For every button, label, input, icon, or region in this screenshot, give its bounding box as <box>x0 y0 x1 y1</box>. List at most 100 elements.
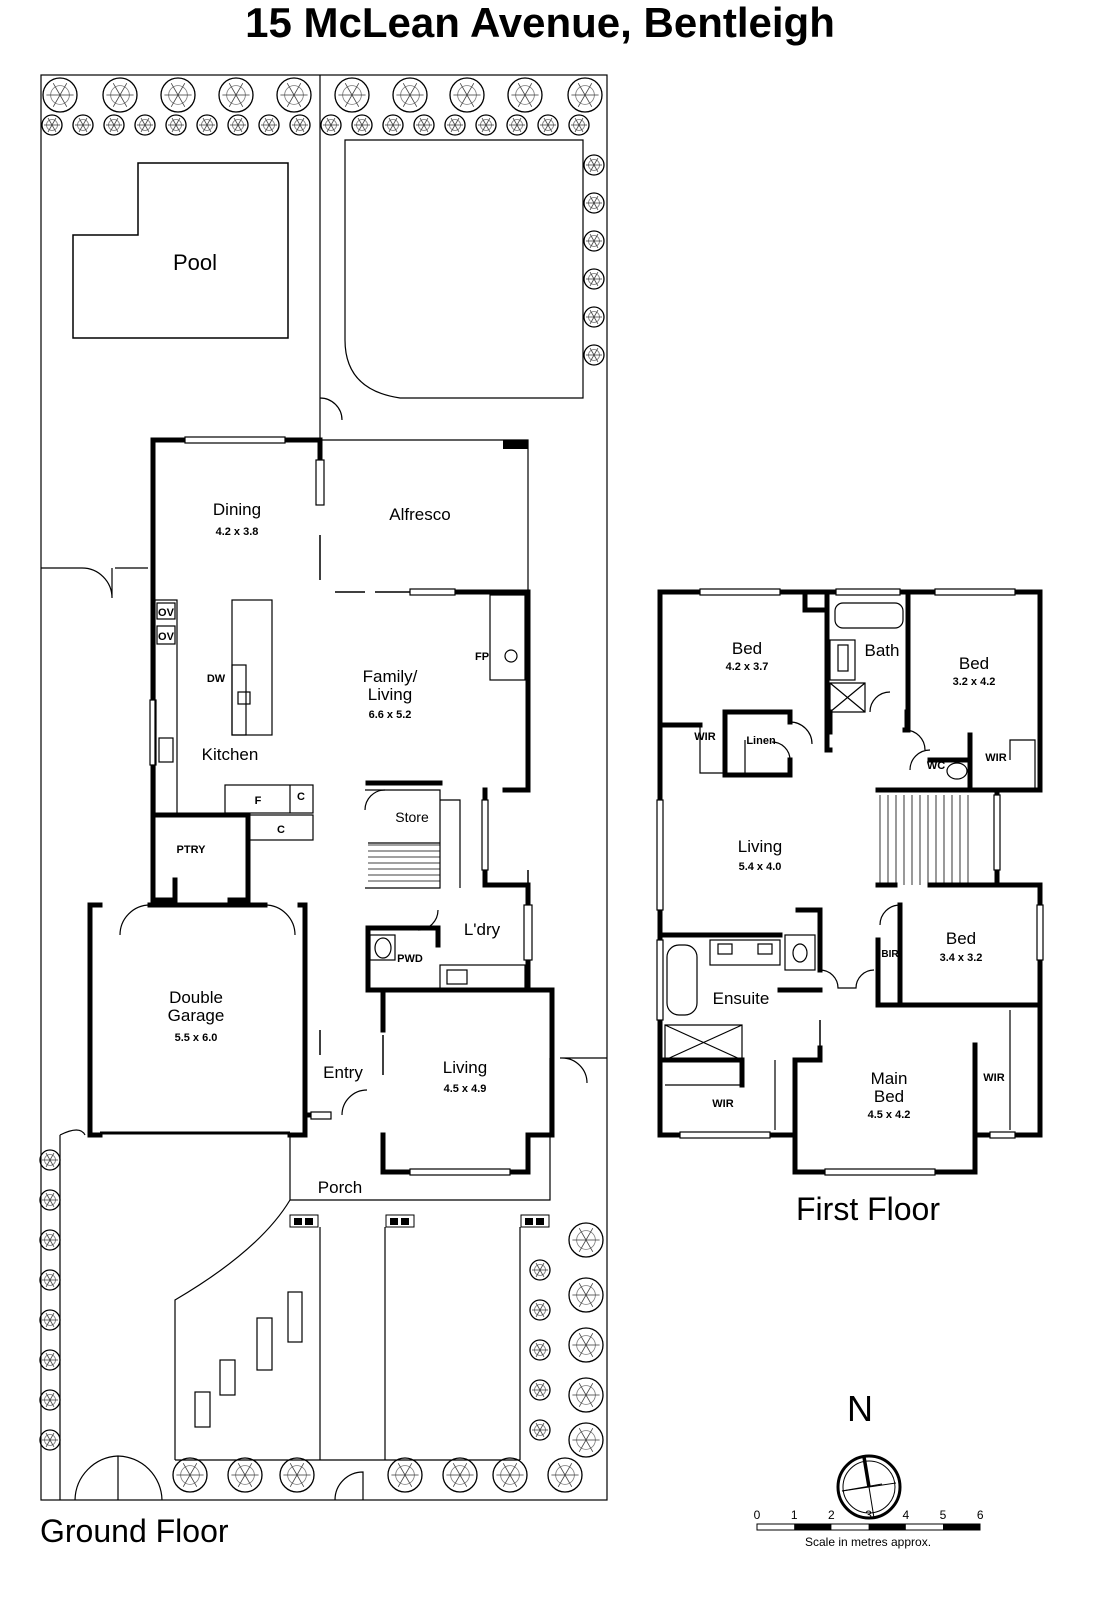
scale-caption: Scale in metres approx. <box>805 1535 931 1549</box>
scale-segment <box>943 1524 981 1530</box>
first-floor-fixtures <box>656 588 1044 1176</box>
tree-icon <box>583 230 605 252</box>
tree-icon <box>39 1229 61 1251</box>
room-label-bed-2: Bed <box>959 654 989 673</box>
tree-icon <box>529 1259 551 1281</box>
tree-icon <box>568 114 590 136</box>
tree-icon <box>39 1269 61 1291</box>
site-boundary <box>40 74 608 1501</box>
tree-icon <box>392 77 428 113</box>
room-label-family-2: Living <box>368 685 412 704</box>
tree-icon <box>387 1457 423 1493</box>
scale-tick-label: 4 <box>902 1508 909 1522</box>
tree-icon <box>583 268 605 290</box>
tree-icon <box>41 114 63 136</box>
room-dim-dining: 4.2 x 3.8 <box>216 526 259 538</box>
tree-icon <box>351 114 373 136</box>
tree-icon <box>320 114 342 136</box>
tree-icon <box>475 114 497 136</box>
room-label-laundry: L'dry <box>464 920 501 939</box>
plan-title: 15 McLean Avenue, Bentleigh <box>245 0 835 46</box>
garden-trees <box>39 77 605 1493</box>
room-label-powder: PWD <box>397 953 423 965</box>
scale-tick-label: 2 <box>828 1508 835 1522</box>
tree-icon <box>39 1389 61 1411</box>
room-label-pool: Pool <box>173 250 217 275</box>
tree-icon <box>529 1419 551 1441</box>
tree-icon <box>42 77 78 113</box>
tree-icon <box>442 1457 478 1493</box>
ground-floor-title: Ground Floor <box>40 1513 229 1549</box>
room-label-linen: Linen <box>746 735 776 747</box>
room-label-main-bed-1: Main <box>871 1069 908 1088</box>
room-label-garage-1: Double <box>169 988 223 1007</box>
tree-icon <box>567 77 603 113</box>
tree-icon <box>218 77 254 113</box>
scale-tick-label: 3 <box>865 1508 872 1522</box>
label-fireplace: FP <box>475 651 489 663</box>
tree-icon <box>227 1457 263 1493</box>
tree-icon <box>258 114 280 136</box>
tree-icon <box>382 114 404 136</box>
room-label-bed-3: Bed <box>946 929 976 948</box>
label-cupboard-1: C <box>297 791 305 803</box>
room-label-entry: Entry <box>323 1063 363 1082</box>
room-dim-living-ground: 4.5 x 4.9 <box>444 1083 487 1095</box>
tree-icon <box>227 114 249 136</box>
north-label: N <box>847 1388 873 1429</box>
pool <box>72 162 289 339</box>
ground-floor-fixtures <box>41 436 821 1501</box>
tree-icon <box>39 1189 61 1211</box>
label-cupboard-2: C <box>277 824 285 836</box>
tree-icon <box>568 1327 604 1363</box>
tree-icon <box>39 1149 61 1171</box>
tree-icon <box>568 1422 604 1458</box>
room-label-wc: WC <box>927 760 945 772</box>
room-label-dining: Dining <box>213 500 261 519</box>
room-dim-bed-2: 3.2 x 4.2 <box>953 676 996 688</box>
tree-icon <box>160 77 196 113</box>
tree-icon <box>165 114 187 136</box>
room-label-bed-1: Bed <box>732 639 762 658</box>
room-label-wir-1: WIR <box>694 731 715 743</box>
room-label-pantry: PTRY <box>177 844 207 856</box>
scale-segment <box>794 1524 832 1530</box>
room-dim-living-first: 5.4 x 4.0 <box>739 861 782 873</box>
room-dim-bed-3: 3.4 x 3.2 <box>940 952 983 964</box>
scale-tick-label: 0 <box>754 1508 761 1522</box>
tree-icon <box>134 114 156 136</box>
ground-floor-labels: Dining 4.2 x 3.8 Alfresco Family/ Living… <box>158 500 501 1197</box>
room-dim-main-bed: 4.5 x 4.2 <box>868 1109 911 1121</box>
tree-icon <box>444 114 466 136</box>
first-floor-title: First Floor <box>796 1191 940 1227</box>
tree-icon <box>279 1457 315 1493</box>
room-label-living-ground: Living <box>443 1058 487 1077</box>
tree-icon <box>334 77 370 113</box>
tree-icon <box>196 114 218 136</box>
tree-icon <box>583 306 605 328</box>
tree-icon <box>547 1457 583 1493</box>
tree-icon <box>172 1457 208 1493</box>
tree-icon <box>492 1457 528 1493</box>
tree-icon <box>103 114 125 136</box>
tree-icon <box>568 1277 604 1313</box>
label-oven-2: OV <box>158 631 175 643</box>
tree-icon <box>507 77 543 113</box>
room-label-bath: Bath <box>865 641 900 660</box>
compass: N <box>836 1388 902 1520</box>
tree-icon <box>583 344 605 366</box>
tree-icon <box>529 1299 551 1321</box>
room-label-porch: Porch <box>318 1178 362 1197</box>
label-dishwasher: DW <box>207 673 226 685</box>
tree-icon <box>72 114 94 136</box>
room-label-bir: BIR <box>881 949 899 960</box>
scale-segment <box>868 1524 906 1530</box>
tree-icon <box>568 1222 604 1258</box>
tree-icon <box>413 114 435 136</box>
scale-tick-label: 6 <box>977 1508 984 1522</box>
tree-icon <box>289 114 311 136</box>
room-dim-family: 6.6 x 5.2 <box>369 709 412 721</box>
compass-icon <box>836 1454 902 1520</box>
tree-icon <box>537 114 559 136</box>
